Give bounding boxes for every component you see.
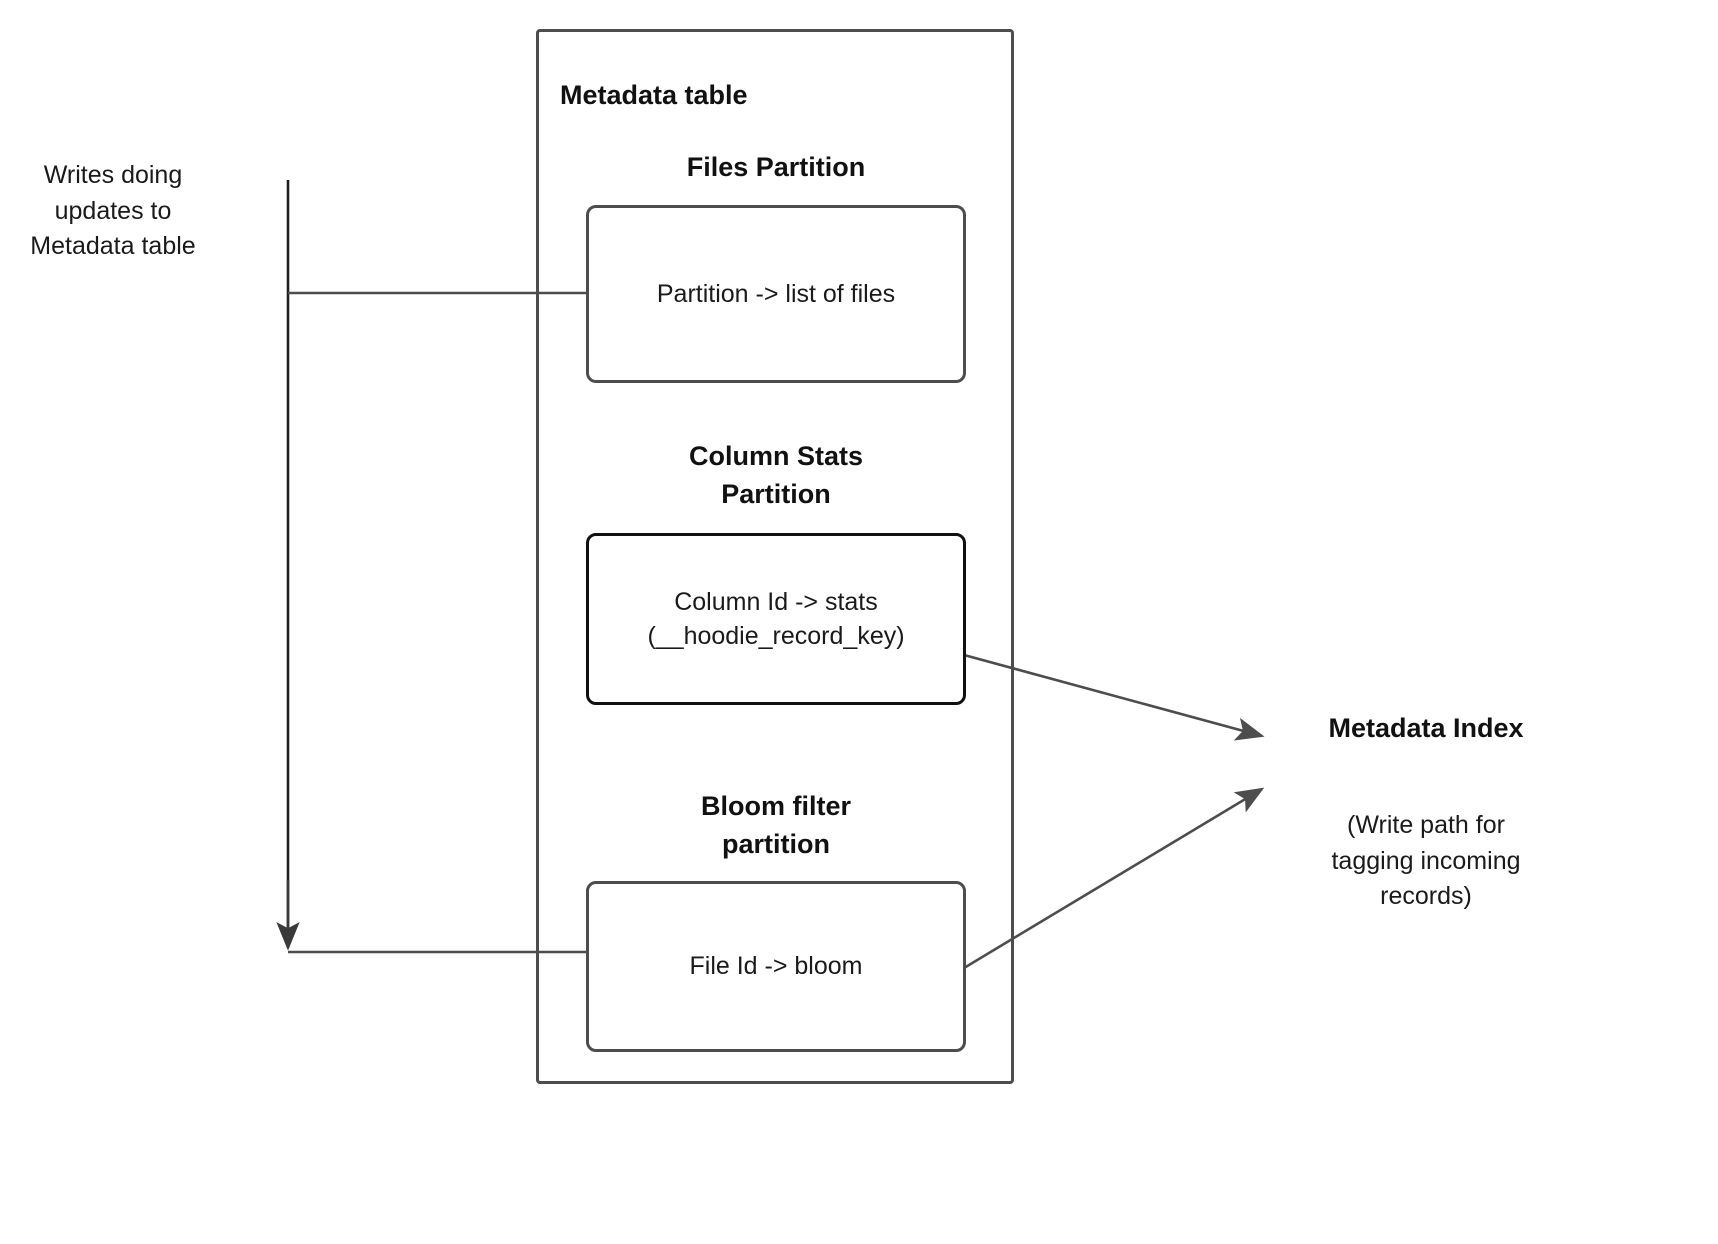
- metadata-table-container: [536, 29, 1014, 1084]
- metadata-index-title: Metadata Index: [1328, 713, 1524, 743]
- column-stats-partition-heading: Column Stats Partition: [688, 441, 863, 510]
- bloom-filter-partition-box[interactable]: File Id -> bloom: [586, 881, 966, 1052]
- metadata-index-note: (Write path for tagging incoming records…: [1331, 811, 1521, 910]
- files-partition-box[interactable]: Partition -> list of files: [586, 205, 966, 383]
- bloom-filter-partition-heading: Bloom filter partition: [700, 791, 851, 860]
- column-stats-partition-box[interactable]: Column Id -> stats (__hoodie_record_key): [586, 533, 966, 705]
- files-partition-box-text: Partition -> list of files: [656, 279, 896, 308]
- column-stats-partition-box-text: Column Id -> stats (__hoodie_record_key): [647, 587, 905, 651]
- bloom-filter-partition-box-text: File Id -> bloom: [689, 952, 863, 981]
- files-partition-heading: Files Partition: [686, 152, 866, 182]
- writes-description-label: Writes doing updates to Metadata table: [30, 161, 196, 260]
- metadata-table-title: Metadata table: [560, 80, 748, 110]
